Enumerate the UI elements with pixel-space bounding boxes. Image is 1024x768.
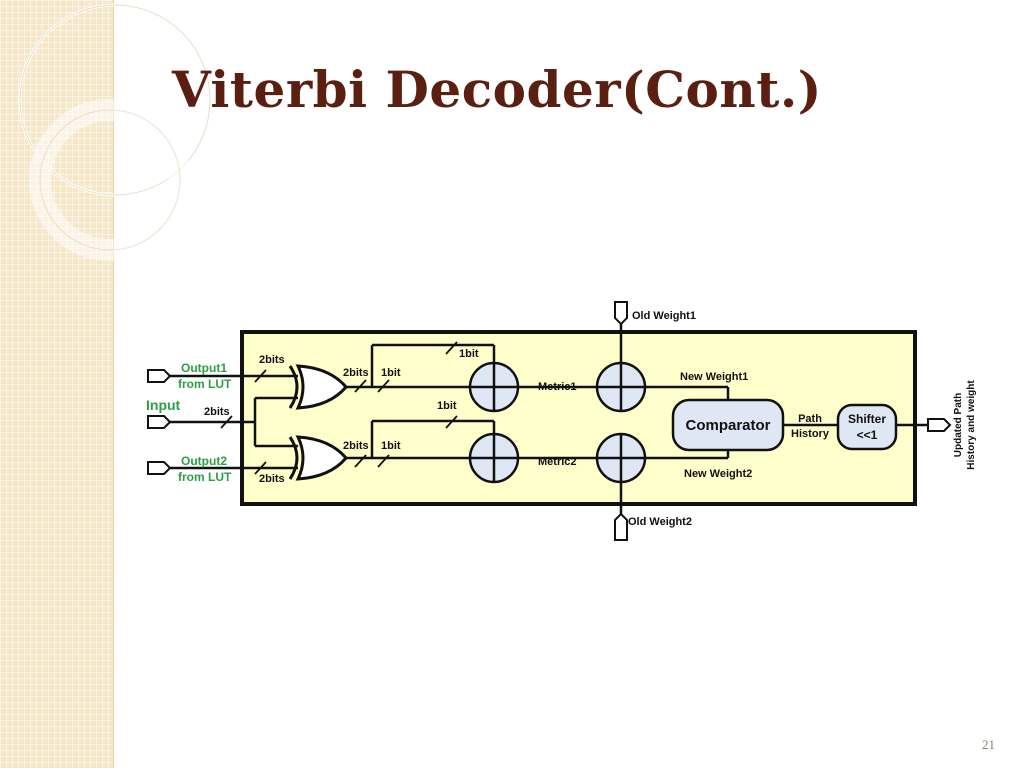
label-history: History xyxy=(791,428,830,440)
label-comparator: Comparator xyxy=(685,417,770,434)
label-old-weight2: Old Weight2 xyxy=(628,516,692,528)
label-new-weight2: New Weight2 xyxy=(684,468,752,480)
label-path: Path xyxy=(798,413,822,425)
label-output2: Output2 xyxy=(181,454,227,468)
new-weight-wires xyxy=(645,385,928,460)
comparator-box xyxy=(671,398,785,452)
label-history-and-weight: History and weight xyxy=(966,380,977,470)
label-bus-2bits-bottom: 2bits xyxy=(259,473,285,485)
label-metric1: Metric1 xyxy=(538,381,577,393)
xor-gate-1 xyxy=(288,364,348,410)
input-port xyxy=(147,415,172,429)
label-xor1-out: 2bits xyxy=(343,367,369,379)
label-1bit-c: 1bit xyxy=(437,400,457,412)
xor-gate-2 xyxy=(288,435,348,481)
adder-4 xyxy=(595,432,647,484)
label-bus-2bits-input: 2bits xyxy=(204,406,230,418)
decoder-block xyxy=(240,330,917,506)
shifter-box xyxy=(836,403,898,451)
output2-port xyxy=(147,461,172,475)
label-new-weight1: New Weight1 xyxy=(680,371,748,383)
page-number: 21 xyxy=(982,737,995,752)
label-shifter: Shifter xyxy=(848,412,886,426)
input-wires xyxy=(170,374,298,470)
label-shift-amount: <<1 xyxy=(857,428,878,442)
slide-title: Viterbi Decoder(Cont.) xyxy=(172,60,822,119)
label-xor2-out: 2bits xyxy=(343,440,369,452)
label-1bit-a: 1bit xyxy=(381,367,401,379)
old-weight1-port xyxy=(614,301,628,326)
label-updated-path: Updated Path xyxy=(953,393,964,457)
old-weight2-port xyxy=(614,512,628,541)
adder-1 xyxy=(468,361,520,413)
label-1bit-d: 1bit xyxy=(381,440,401,452)
label-output1-from: from LUT xyxy=(178,377,232,391)
label-input: Input xyxy=(146,397,181,413)
label-output2-from: from LUT xyxy=(178,470,232,484)
decorative-circles xyxy=(18,3,212,261)
label-old-weight1: Old Weight1 xyxy=(632,310,696,322)
label-bus-2bits-top: 2bits xyxy=(259,354,285,366)
adder-3 xyxy=(595,361,647,413)
output-port xyxy=(927,418,952,432)
label-metric2: Metric2 xyxy=(538,456,577,468)
label-output1: Output1 xyxy=(181,361,227,375)
adder-2 xyxy=(468,432,520,484)
metric-wires xyxy=(346,343,598,460)
output1-port xyxy=(147,369,172,383)
label-1bit-b: 1bit xyxy=(459,348,479,360)
